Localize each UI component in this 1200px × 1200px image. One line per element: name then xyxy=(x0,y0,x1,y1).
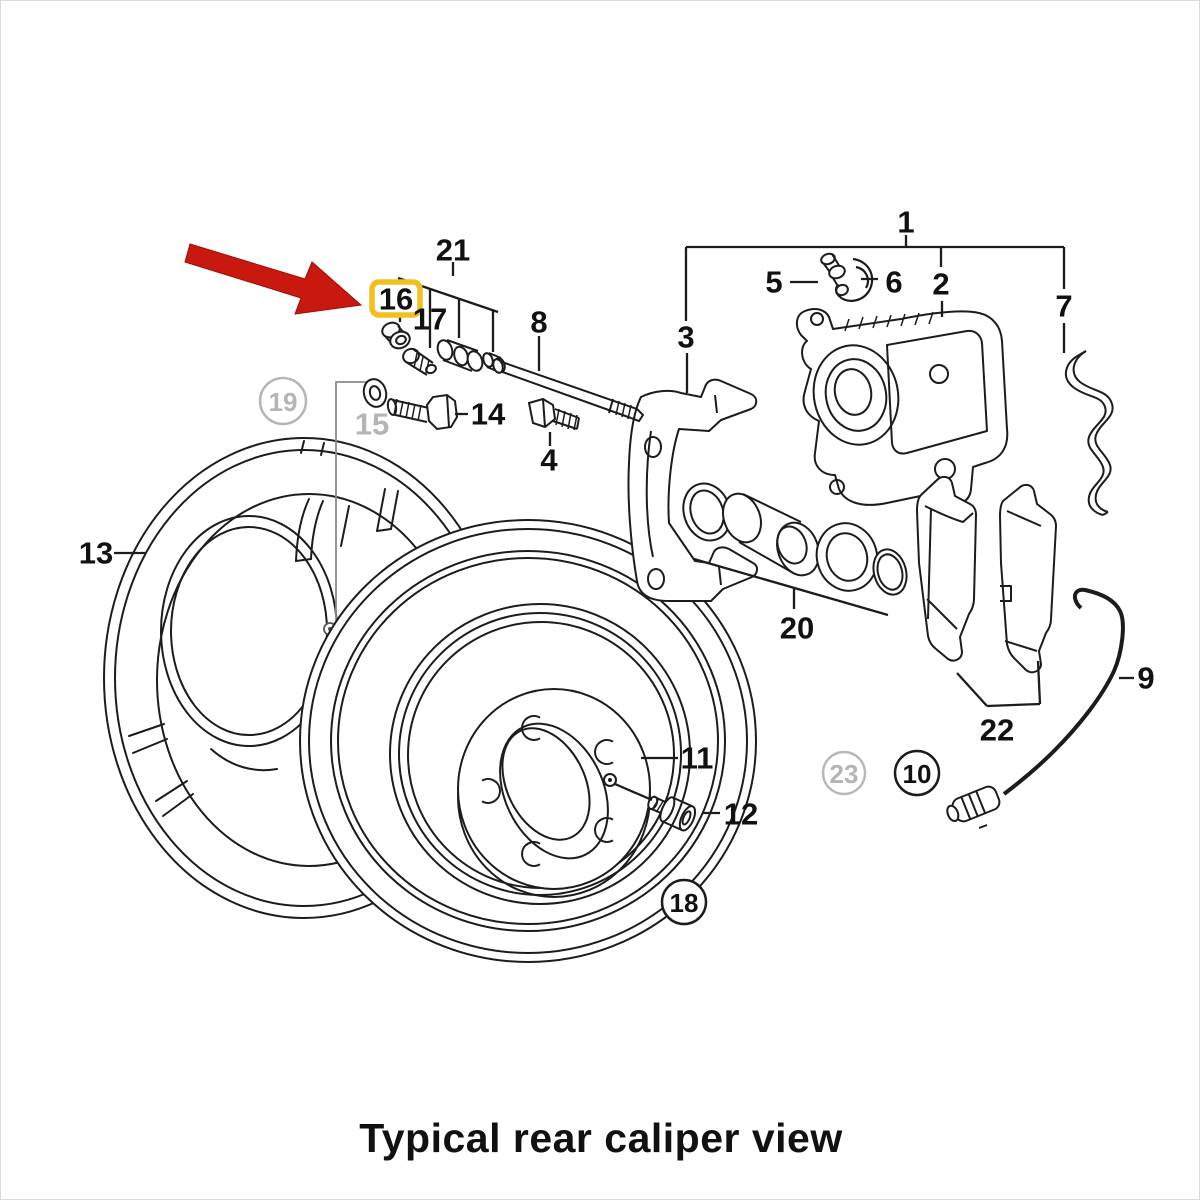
highlight-box xyxy=(369,279,423,318)
piston-group xyxy=(682,482,908,596)
part-17-plug xyxy=(402,347,437,376)
part-label-23: 23 xyxy=(830,759,859,789)
part-label-11: 11 xyxy=(681,741,714,776)
part-marker-circle-23 xyxy=(821,750,867,796)
part-labels: 1 2 3 4 5 6 7 8 9 10 11 12 13 14 15 16 1… xyxy=(79,205,1155,926)
part-4-bolt xyxy=(527,397,580,431)
highlight-arrow-icon xyxy=(184,243,363,315)
part-label-22: 22 xyxy=(980,713,1014,748)
brake-rotor xyxy=(299,519,757,963)
part-label-6: 6 xyxy=(885,265,902,300)
part-label-8: 8 xyxy=(530,305,547,340)
part-marker-circle-10 xyxy=(893,749,941,797)
part-label-7: 7 xyxy=(1055,289,1072,324)
part-label-14: 14 xyxy=(471,397,506,432)
part-16-cap xyxy=(381,321,411,350)
part-label-15: 15 xyxy=(355,407,389,442)
rotor-set-screw xyxy=(647,795,697,832)
part-label-17: 17 xyxy=(413,302,447,337)
part-label-18: 18 xyxy=(670,888,699,918)
leader-lines xyxy=(114,235,1134,815)
part-marker-circle-18 xyxy=(660,878,708,926)
part-label-9: 9 xyxy=(1137,661,1154,696)
part-label-5: 5 xyxy=(765,265,782,300)
wear-sensor xyxy=(946,587,1125,829)
caliper-bridge-hatching xyxy=(844,311,934,332)
part-14-bolt xyxy=(386,393,459,431)
part-label-21: 21 xyxy=(436,233,470,268)
caliper-body xyxy=(795,308,1009,506)
caliper-carrier xyxy=(627,378,758,602)
bleeder-valve xyxy=(820,252,849,297)
pad-retaining-spring xyxy=(1064,350,1114,516)
part-label-3: 3 xyxy=(677,320,694,355)
part-label-16: 16 xyxy=(379,282,413,317)
part-15-washer xyxy=(362,378,388,408)
part-label-12: 12 xyxy=(724,797,758,832)
part-label-19: 19 xyxy=(269,387,298,417)
part-label-10: 10 xyxy=(903,759,932,789)
part-label-13: 13 xyxy=(79,536,113,571)
guide-pin-group xyxy=(362,321,645,431)
image-caption: Typical rear caliper view xyxy=(359,1115,843,1161)
part-8-guide-pin xyxy=(492,358,645,423)
brake-pads xyxy=(916,475,1057,674)
part-label-20: 20 xyxy=(780,611,814,646)
part-label-1: 1 xyxy=(897,205,914,240)
part-label-2: 2 xyxy=(932,267,949,302)
part-marker-circle-19 xyxy=(258,376,308,426)
bleeder-clip xyxy=(834,257,874,302)
part-label-4: 4 xyxy=(540,443,558,478)
